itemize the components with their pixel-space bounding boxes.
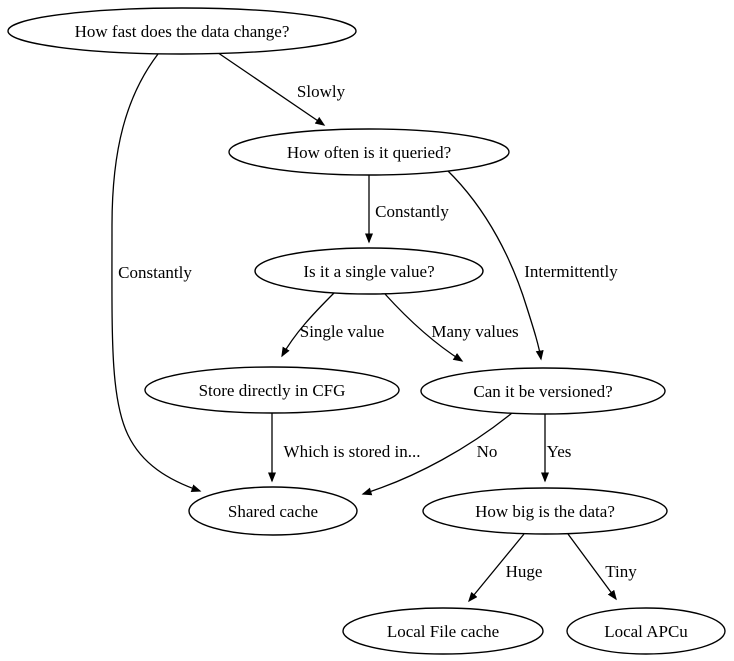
edge-label-single-value: Single value <box>300 322 385 341</box>
edge-issingle-storecfg <box>281 292 335 358</box>
edge-label-which-stored: Which is stored in... <box>284 442 421 461</box>
edge-label-yes: Yes <box>547 442 572 461</box>
node-how-fast: How fast does the data change? <box>7 7 357 55</box>
edges <box>111 52 617 603</box>
edge-label-constantly-left: Constantly <box>118 263 192 282</box>
node-is-single: Is it a single value? <box>254 247 484 295</box>
node-how-big: How big is the data? <box>422 487 668 535</box>
node-versioned-shape <box>420 367 666 415</box>
node-store-cfg-label: Store directly in CFG <box>199 381 346 400</box>
edge-versioned-sharedcache <box>361 412 513 496</box>
edge-label-huge: Huge <box>506 562 543 581</box>
edge-label-tiny: Tiny <box>605 562 637 581</box>
node-how-big-shape <box>422 487 668 535</box>
edge-label-constantly-mid: Constantly <box>375 202 449 221</box>
edge-howfast-howoften <box>218 52 326 126</box>
node-versioned-label: Can it be versioned? <box>473 382 612 401</box>
node-shared-cache-label: Shared cache <box>228 502 318 521</box>
node-local-apcu-shape <box>566 607 726 655</box>
edge-howbig-localfile <box>468 533 525 603</box>
node-how-big-label: How big is the data? <box>475 502 615 521</box>
node-shared-cache-shape <box>188 486 358 536</box>
node-local-apcu-label: Local APCu <box>604 622 688 641</box>
edge-howfast-sharedcache <box>111 53 202 493</box>
node-local-apcu: Local APCu <box>566 607 726 655</box>
node-how-often-shape <box>228 128 510 176</box>
node-how-often-label: How often is it queried? <box>287 143 451 162</box>
edge-label-many-values: Many values <box>431 322 518 341</box>
node-shared-cache: Shared cache <box>188 486 358 536</box>
node-how-often: How often is it queried? <box>228 128 510 176</box>
node-versioned: Can it be versioned? <box>420 367 666 415</box>
node-local-file: Local File cache <box>342 607 544 655</box>
node-local-file-label: Local File cache <box>387 622 499 641</box>
node-how-fast-shape <box>7 7 357 55</box>
edge-issingle-versioned <box>384 293 464 362</box>
node-local-file-shape <box>342 607 544 655</box>
node-store-cfg: Store directly in CFG <box>144 366 400 414</box>
edge-label-no: No <box>477 442 498 461</box>
node-store-cfg-shape <box>144 366 400 414</box>
edge-labels: Slowly Constantly Constantly Intermitten… <box>118 82 637 581</box>
edge-howbig-localapcu <box>567 533 617 601</box>
edge-howoften-versioned <box>446 169 544 361</box>
edge-label-slowly: Slowly <box>297 82 346 101</box>
node-is-single-shape <box>254 247 484 295</box>
node-is-single-label: Is it a single value? <box>303 262 434 281</box>
node-how-fast-label: How fast does the data change? <box>75 22 290 41</box>
edge-label-intermittently: Intermittently <box>524 262 618 281</box>
